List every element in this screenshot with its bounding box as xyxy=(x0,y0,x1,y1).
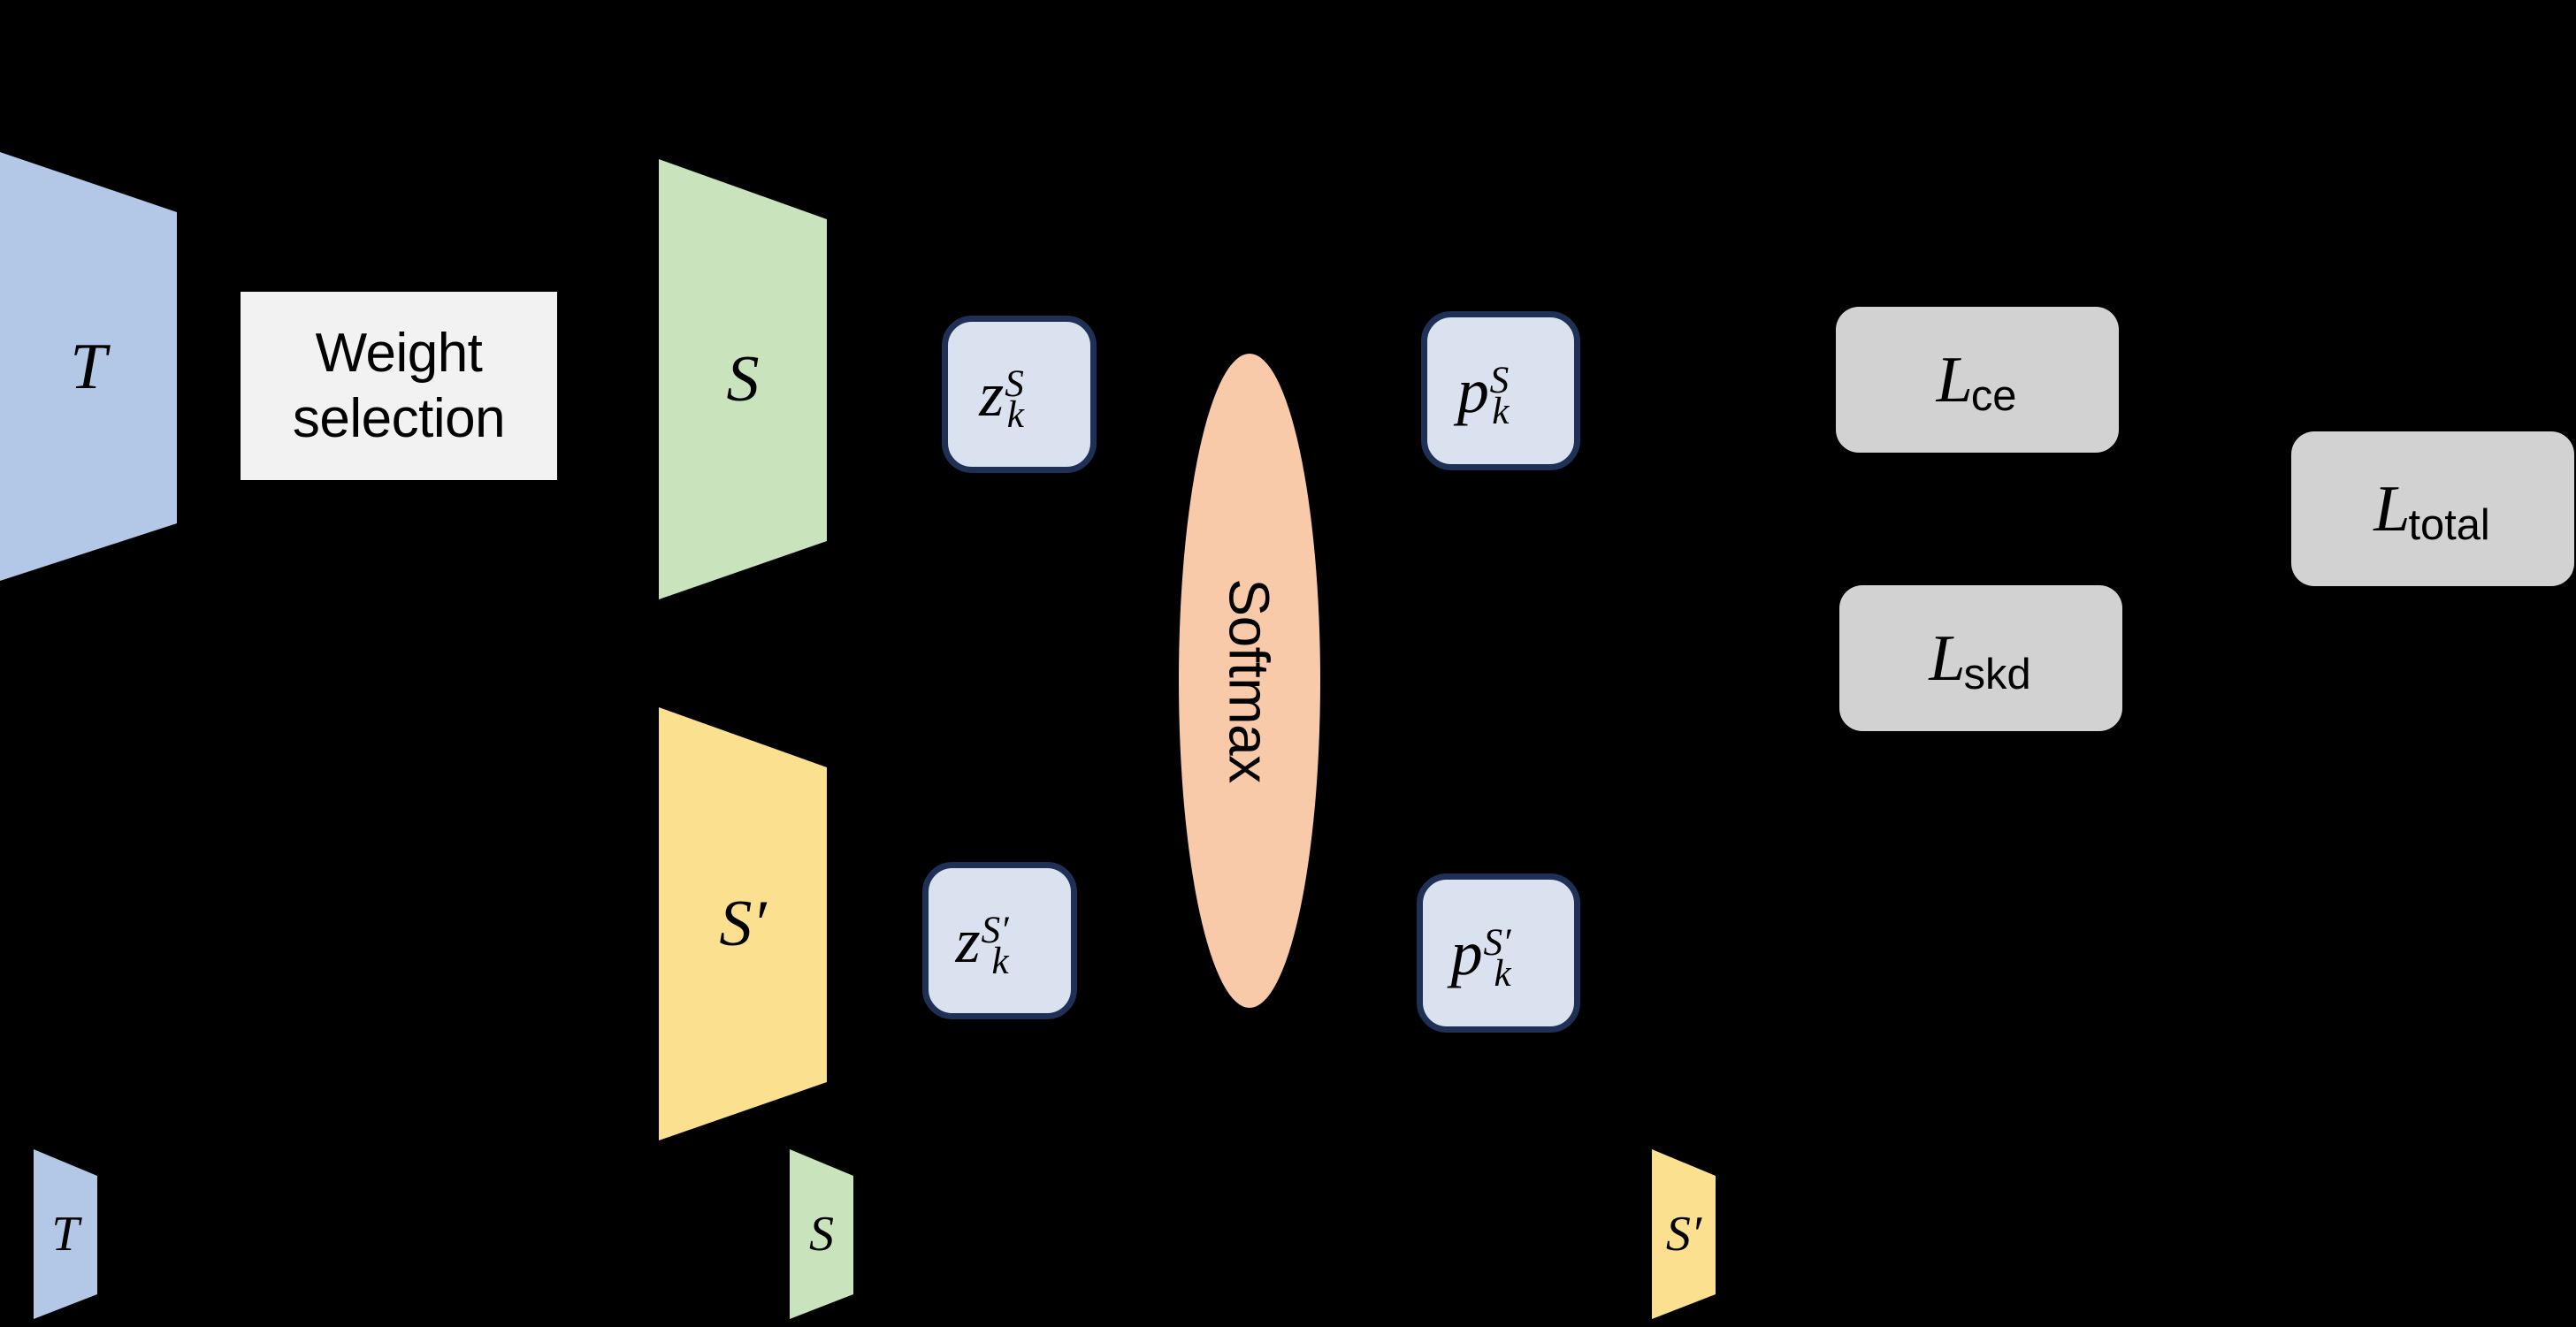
loss-box-skd[interactable]: Lskd xyxy=(1839,585,2122,731)
legend-item-student[interactable]: S xyxy=(790,1149,853,1319)
logit-student-prime-superscript: S′ xyxy=(981,909,1009,951)
tensor-box-logit-student-prime[interactable]: zS′k xyxy=(922,862,1077,1019)
weight-selection-box[interactable]: Weight selection xyxy=(241,292,557,480)
logit-student-prime-subscript: k xyxy=(991,940,1009,982)
legend-teacher-trapezoid-shape xyxy=(34,1149,97,1319)
prob-student-base: p xyxy=(1456,355,1489,426)
logit-student-subscript: k xyxy=(1006,393,1024,436)
weight-selection-line1: Weight xyxy=(315,323,483,385)
prob-student-prime-subscript: k xyxy=(1494,952,1511,995)
logit-student-math: zSk xyxy=(979,362,1059,434)
prob-student-subscript: k xyxy=(1492,390,1510,432)
logit-student-prime-math: zS′k xyxy=(956,909,1044,980)
tensor-box-logit-student[interactable]: zSk xyxy=(942,316,1097,473)
legend-student-trapezoid-shape xyxy=(790,1149,853,1319)
logit-student-base: z xyxy=(979,359,1005,430)
loss-ce-base: L xyxy=(1936,343,1973,416)
tensor-box-prob-student[interactable]: pSk xyxy=(1421,311,1580,470)
loss-ce-math: Lce xyxy=(1936,343,2019,418)
block-student-prime[interactable]: S′ xyxy=(659,707,827,1140)
weight-selection-text-wrap: Weight selection xyxy=(292,321,506,450)
tensor-box-prob-student-prime[interactable]: pS′k xyxy=(1417,873,1580,1033)
logit-student-superscript: S xyxy=(1005,362,1024,405)
softmax-label: Softmax xyxy=(1218,578,1281,783)
loss-box-ce[interactable]: Lce xyxy=(1836,307,2119,453)
loss-box-total[interactable]: Ltotal xyxy=(2291,431,2574,586)
loss-skd-base: L xyxy=(1929,622,1966,695)
prob-student-prime-math: pS′k xyxy=(1450,918,1547,993)
loss-total-subscript: total xyxy=(2408,501,2490,550)
softmax-ellipse[interactable]: Softmax xyxy=(1179,354,1320,1008)
prob-student-prime-base: p xyxy=(1450,918,1483,988)
legend-item-teacher[interactable]: T xyxy=(34,1149,97,1319)
loss-ce-subscript: ce xyxy=(1970,372,2017,421)
prob-student-math: pSk xyxy=(1457,359,1544,431)
teacher-trapezoid-shape xyxy=(0,152,177,581)
prob-student-superscript: S xyxy=(1489,359,1510,401)
loss-total-math: Ltotal xyxy=(2373,477,2491,547)
student-trapezoid-shape xyxy=(659,159,827,599)
block-teacher[interactable]: T xyxy=(0,152,177,581)
loss-total-base: L xyxy=(2373,472,2411,545)
block-student[interactable]: S xyxy=(659,159,827,599)
legend-student-prime-trapezoid-shape xyxy=(1652,1149,1716,1319)
weight-selection-line2: selection xyxy=(292,387,506,449)
prob-student-prime-superscript: S′ xyxy=(1483,921,1511,964)
loss-skd-subscript: skd xyxy=(1963,651,2031,699)
logit-student-prime-base: z xyxy=(955,905,981,976)
student-prime-trapezoid-shape xyxy=(659,707,827,1140)
legend-item-student-prime[interactable]: S′ xyxy=(1652,1149,1716,1319)
loss-skd-math: Lskd xyxy=(1929,626,2032,697)
